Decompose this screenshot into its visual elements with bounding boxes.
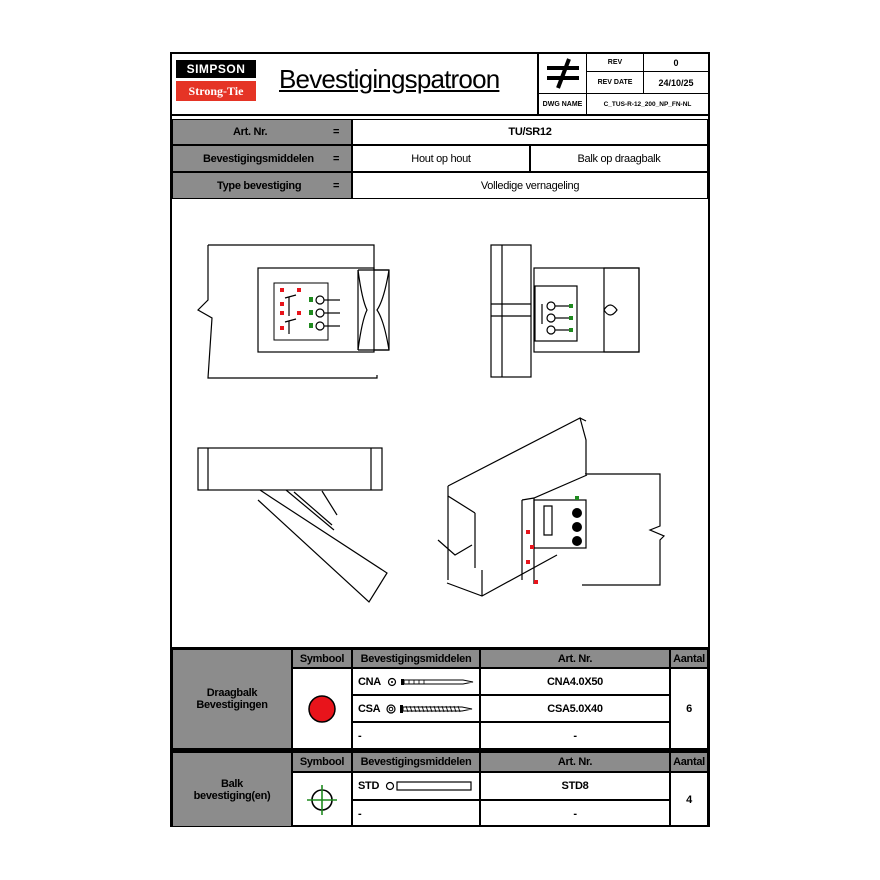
dwg-name-label: DWG NAME [537, 94, 587, 114]
crosshair-symbol-icon [307, 784, 337, 815]
rev-date-label-text: REV DATE [597, 79, 633, 86]
table2-col-bevestigingsmiddelen: Bevestigingsmiddelen [352, 752, 480, 772]
std-fastener-cell: STD [352, 772, 480, 800]
logo-bottom: Strong-Tie [176, 81, 256, 101]
balk-label-line1: Balk [220, 777, 244, 790]
top-view-drawing [197, 447, 388, 603]
technical-drawing-views [197, 244, 666, 603]
rev-value: 0 [644, 54, 708, 72]
dwg-name-value: C_TUS-R-12_200_NP_FN-NL [587, 94, 708, 114]
table1-col-symbool: Symbool [292, 649, 352, 668]
table1-top-rule [172, 647, 708, 649]
table1-empty-fastener: - [352, 722, 480, 749]
csa-fastener-cell: CSA [352, 695, 480, 722]
not-equal-icon [537, 54, 587, 94]
page-title: Bevestigingspatroon [279, 64, 500, 94]
table2-empty-art-nr: - [480, 800, 670, 827]
art-nr-value: TU/SR12 [352, 119, 708, 145]
cna-fastener-cell: CNA [352, 668, 480, 695]
cna-art-nr: CNA4.0X50 [480, 668, 670, 695]
type-bevestiging-label: Type bevestiging = [172, 172, 352, 199]
art-nr-label-text: Art. Nr. [233, 126, 268, 138]
rev-date-label: REV DATE [587, 72, 644, 94]
draagbalk-label-line1: Draagbalk [206, 687, 258, 699]
table2-col-aantal: Aantal [670, 752, 708, 772]
std-art-nr: STD8 [480, 772, 670, 800]
nail-icon [387, 677, 474, 686]
rev-date-value-text: 24/10/25 [658, 77, 694, 88]
equals-sign: = [333, 152, 340, 165]
side-view-drawing [490, 244, 640, 378]
rev-label: REV [587, 54, 644, 72]
dwg-name-value-text: C_TUS-R-12_200_NP_FN-NL [603, 100, 692, 108]
dowel-icon [386, 781, 472, 791]
bevestigingsmiddelen-label-text: Bevestigingsmiddelen [203, 152, 314, 165]
table2-col-art-nr: Art. Nr. [480, 752, 670, 772]
table1-col-aantal: Aantal [670, 649, 708, 668]
dwg-name-label-text: DWG NAME [542, 100, 583, 108]
isometric-view-drawing [437, 417, 666, 597]
draagbalk-label-line2: Bevestigingen [196, 699, 268, 711]
equals-sign: = [333, 126, 340, 138]
simpson-strong-tie-logo: SIMPSON Strong-Tie [176, 60, 256, 101]
drawing-sheet: SIMPSON Strong-Tie Bevestigingspatroon D… [170, 52, 710, 827]
csa-name: CSA [358, 702, 381, 715]
rev-value-text: 0 [673, 57, 679, 68]
table1-aantal-value: 6 [670, 668, 708, 749]
table1-col-bevestigingsmiddelen: Bevestigingsmiddelen [352, 649, 480, 668]
equals-sign: = [333, 179, 340, 192]
logo-top: SIMPSON [176, 60, 256, 78]
art-nr-label: Art. Nr. = [172, 119, 352, 145]
type-bevestiging-label-text: Type bevestiging [217, 179, 302, 192]
table1-empty-art-nr: - [480, 722, 670, 749]
type-bevestiging-value: Volledige vernageling [352, 172, 708, 199]
std-name: STD [358, 780, 380, 792]
table1-symbol-cell [292, 668, 352, 749]
red-circle-symbol-icon [308, 694, 336, 723]
red-nail-marks [280, 288, 538, 584]
csa-art-nr: CSA5.0X40 [480, 695, 670, 722]
draagbalk-group-label: Draagbalk Bevestigingen [172, 649, 292, 749]
bevestiging-value-2: Balk op draagbalk [530, 145, 708, 172]
balk-label-line2: bevestiging(en) [193, 789, 271, 802]
cna-name: CNA [358, 675, 381, 688]
table2-col-symbool: Symbool [292, 752, 352, 772]
table2-empty-fastener: - [352, 800, 480, 827]
bevestigingsmiddelen-label: Bevestigingsmiddelen = [172, 145, 352, 172]
front-view-drawing [197, 244, 390, 379]
table2-top-rule [172, 749, 708, 752]
bevestiging-value-1: Hout op hout [352, 145, 530, 172]
table2-aantal-value: 4 [670, 772, 708, 827]
table1-col-art-nr: Art. Nr. [480, 649, 670, 668]
rev-label-text: REV [607, 59, 623, 66]
bolt-marks [309, 295, 582, 546]
table2-symbol-cell [292, 772, 352, 827]
rev-date-value: 24/10/25 [644, 72, 708, 94]
header-divider [172, 114, 708, 116]
balk-group-label: Balk bevestiging(en) [172, 752, 292, 827]
screw-icon [386, 703, 473, 714]
